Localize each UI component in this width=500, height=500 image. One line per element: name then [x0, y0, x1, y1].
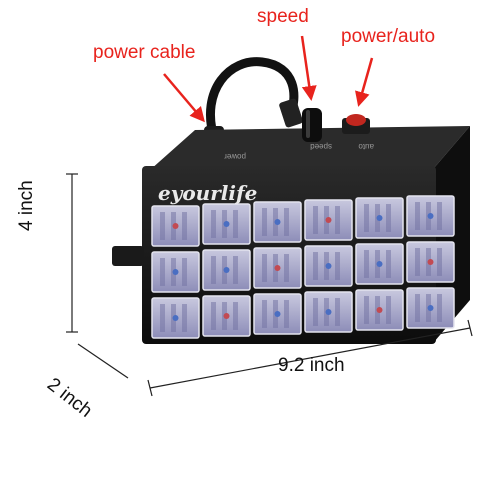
led-reflector — [364, 204, 369, 232]
led-reflector — [437, 294, 442, 322]
depth-dimension-line — [77, 343, 129, 379]
led-reflector — [160, 258, 165, 286]
panel-label-auto: auto — [358, 142, 374, 151]
led-reflector — [182, 304, 187, 332]
led-reflector — [211, 210, 216, 238]
led-reflector — [233, 210, 238, 238]
panel-label-power: power — [224, 152, 246, 161]
led-reflector — [313, 298, 318, 326]
height-dimension-label: 4 inch — [16, 180, 37, 231]
led-diode — [172, 223, 179, 229]
power-cable-arrow — [163, 73, 205, 123]
speed-callout: speed — [257, 6, 309, 27]
speed-arrow — [300, 35, 317, 101]
led-reflector — [437, 248, 442, 276]
mounting-bracket — [112, 246, 144, 266]
led-reflector — [262, 208, 267, 236]
led-reflector — [364, 296, 369, 324]
led-reflector — [415, 294, 420, 322]
led-diode — [325, 309, 332, 315]
led-diode — [172, 315, 179, 321]
led-reflector — [182, 258, 187, 286]
power-auto-callout: power/auto — [341, 26, 436, 47]
power-auto-arrow — [355, 57, 374, 107]
led-reflector — [386, 296, 391, 324]
power-cable — [205, 57, 299, 143]
led-reflector — [284, 208, 289, 236]
led-reflector — [313, 206, 318, 234]
led-reflector — [211, 256, 216, 284]
led-reflector — [233, 256, 238, 284]
led-reflector — [335, 206, 340, 234]
led-reflector — [262, 300, 267, 328]
cable-plug — [279, 98, 303, 128]
led-diode — [274, 311, 281, 317]
led-reflector — [160, 212, 165, 240]
power-cable-callout: power cable — [93, 42, 196, 63]
led-reflector — [160, 304, 165, 332]
led-reflector — [313, 252, 318, 280]
brand-logo: eyourlife — [158, 181, 257, 205]
led-diode — [274, 219, 281, 225]
led-diode — [427, 305, 434, 311]
width-tick-right — [467, 319, 473, 337]
led-reflector — [262, 254, 267, 282]
led-reflector — [335, 298, 340, 326]
width-dimension-line — [149, 327, 471, 389]
panel-label-speed: speed — [310, 142, 332, 151]
width-dimension-label: 9.2 inch — [278, 355, 345, 376]
housing-top — [150, 126, 470, 170]
led-reflector — [335, 252, 340, 280]
led-diode — [172, 269, 179, 275]
width-tick-left — [147, 379, 153, 397]
led-diode — [376, 215, 383, 221]
led-reflector — [182, 212, 187, 240]
speed-knob — [302, 108, 322, 142]
speed-knob-highlight — [306, 110, 310, 138]
led-reflector — [415, 202, 420, 230]
led-reflector — [386, 250, 391, 278]
led-diode — [427, 259, 434, 265]
power-auto-button — [346, 114, 366, 126]
led-reflector — [364, 250, 369, 278]
led-reflector — [284, 254, 289, 282]
led-grid — [151, 195, 455, 339]
led-diode — [274, 265, 281, 271]
led-diode — [325, 217, 332, 223]
led-reflector — [233, 302, 238, 330]
led-reflector — [415, 248, 420, 276]
led-diode — [223, 313, 230, 319]
led-diode — [376, 261, 383, 267]
led-reflector — [437, 202, 442, 230]
led-reflector — [386, 204, 391, 232]
led-diode — [376, 307, 383, 313]
led-reflector — [284, 300, 289, 328]
led-diode — [325, 263, 332, 269]
led-diode — [427, 213, 434, 219]
led-reflector — [211, 302, 216, 330]
led-diode — [223, 221, 230, 227]
led-diode — [223, 267, 230, 273]
